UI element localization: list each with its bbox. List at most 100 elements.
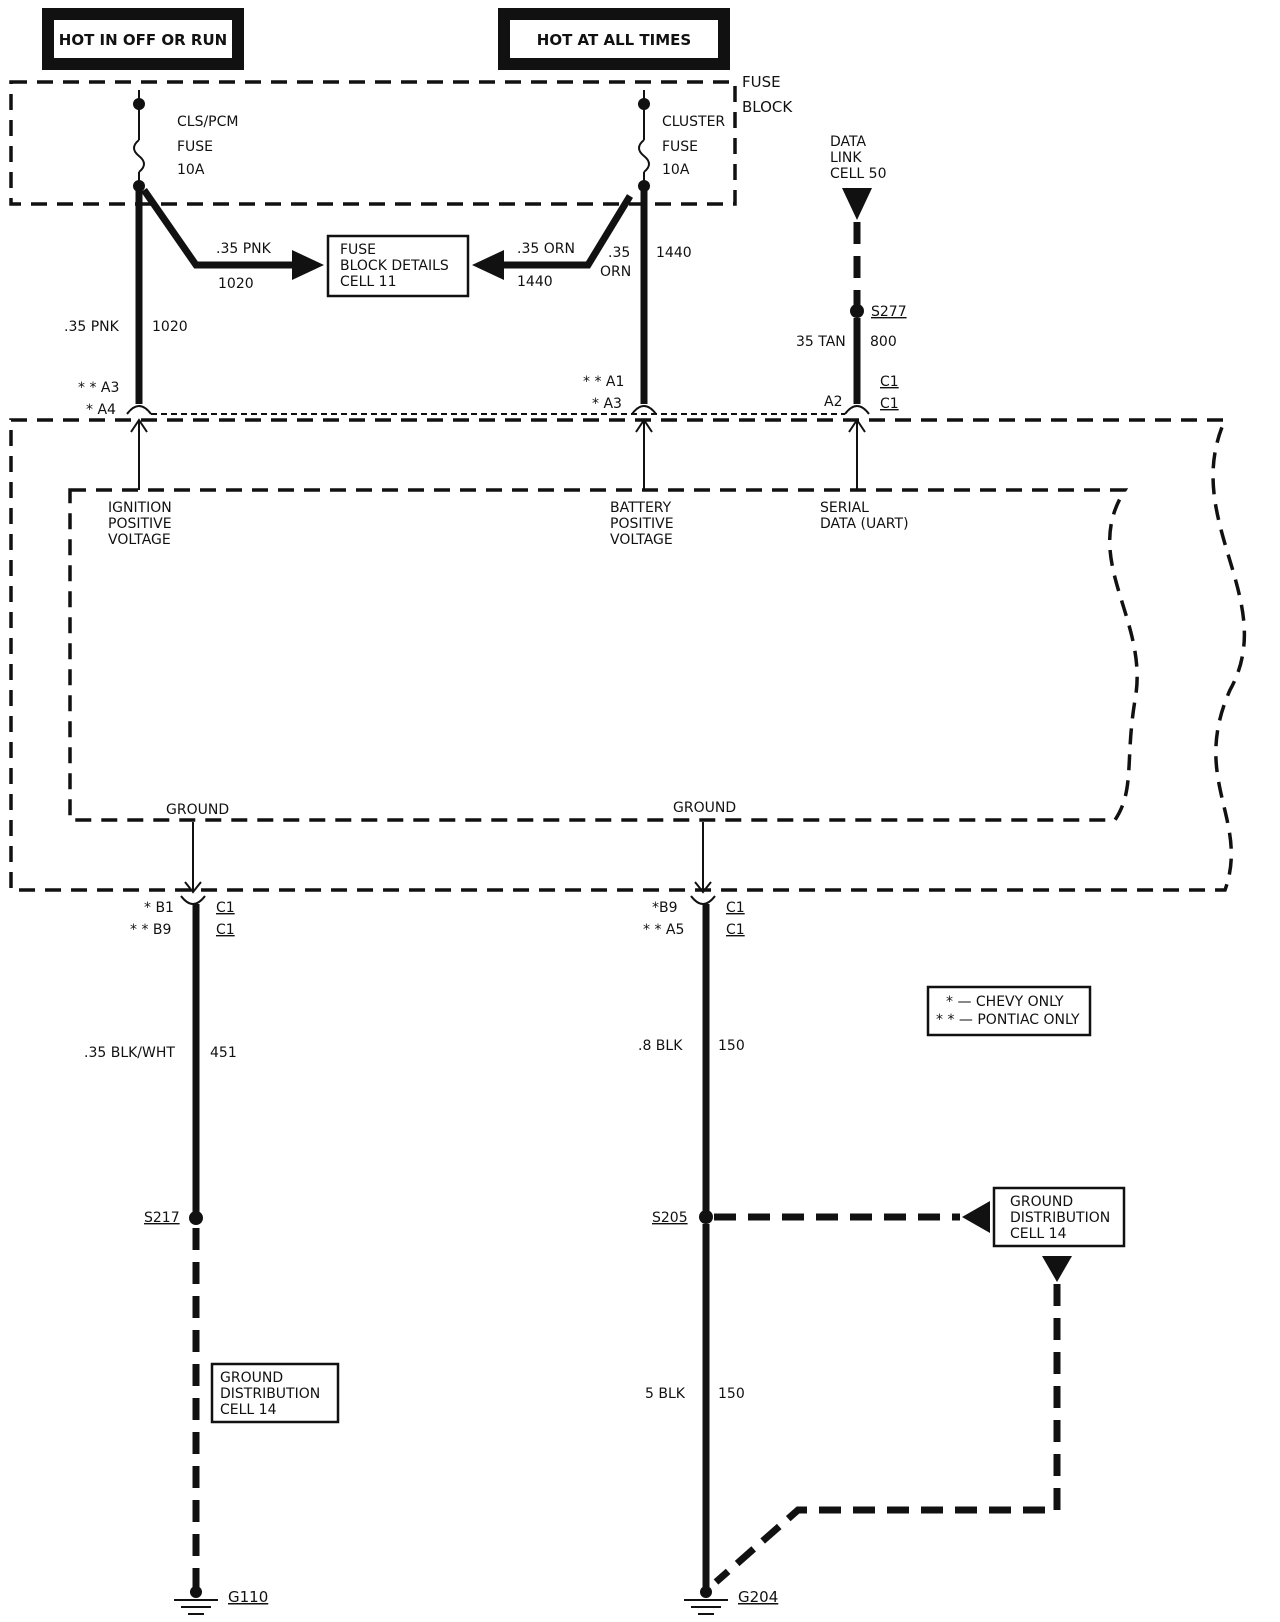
ground-dist-down-arrow: [1042, 1256, 1072, 1282]
connector-a2: [844, 405, 870, 415]
ground-dist-left-3: CELL 14: [220, 1402, 277, 1418]
ground-g204: G204: [738, 1588, 778, 1606]
arrow-serial: [848, 418, 866, 433]
data-link-arrow: [842, 188, 872, 220]
fuse-block-outline: [9, 80, 737, 206]
pnk-vert-gauge: .35 PNK: [64, 319, 120, 335]
ground-g204-icon: [684, 1586, 728, 1615]
fuse-block-label-1: FUSE: [742, 73, 781, 91]
blk-upper-gauge: .8 BLK: [638, 1038, 683, 1054]
arrow-orn-left: [472, 250, 504, 280]
orn-vert-gauge-2: ORN: [600, 264, 631, 280]
connector-b9: [690, 895, 716, 905]
ground-dist-right-2: DISTRIBUTION: [1010, 1210, 1110, 1226]
splice-s205: S205: [652, 1210, 688, 1226]
pin-left-top-1: * * A3: [78, 380, 119, 396]
ground-g110: G110: [228, 1588, 268, 1606]
fuse-left-name: CLS/PCM: [177, 114, 238, 130]
fuse-cls-pcm: [133, 90, 145, 192]
input-bat-2: POSITIVE: [610, 516, 674, 532]
conn-left-bot-c1-b: C1: [216, 922, 235, 938]
tan-circuit: 800: [870, 334, 897, 350]
fuse-details-line2: BLOCK DETAILS: [340, 258, 449, 274]
input-bat-1: BATTERY: [610, 500, 672, 516]
fuse-details-line1: FUSE: [340, 242, 376, 258]
conn-left-bot-c1-a: C1: [216, 900, 235, 916]
input-ign-3: VOLTAGE: [108, 532, 171, 548]
orn-arrow-gauge: .35 ORN: [517, 241, 575, 257]
legend-pontiac: * * — PONTIAC ONLY: [936, 1012, 1080, 1028]
module-inner-outline: [68, 488, 1139, 822]
legend-box: [926, 985, 1092, 1037]
input-ign-1: IGNITION: [108, 500, 172, 516]
input-ser-2: DATA (UART): [820, 516, 909, 532]
ground-dist-right-1: GROUND: [1010, 1194, 1073, 1210]
connector-b1: [180, 895, 206, 905]
pin-left-bot-1: * B1: [144, 900, 174, 916]
fuse-block-label-2: BLOCK: [742, 98, 793, 116]
conn-c1-top-b: C1: [880, 396, 899, 412]
pin-right-top: A2: [824, 394, 842, 410]
splice-s217: S217: [144, 1210, 180, 1226]
arrow-gnd-left: [184, 881, 202, 894]
pnk-arrow-circuit: 1020: [218, 276, 254, 292]
connector-a3: [631, 405, 657, 415]
fuse-right-type: FUSE: [662, 139, 698, 155]
data-link-line2: LINK: [830, 150, 862, 166]
fuse-left-type: FUSE: [177, 139, 213, 155]
data-link-line3: CELL 50: [830, 166, 887, 182]
arrow-gnd-mid: [694, 881, 712, 894]
data-link-line1: DATA: [830, 134, 866, 150]
pnk-vert-circuit: 1020: [152, 319, 188, 335]
arrow-pnk-right: [292, 250, 324, 280]
blkwht-circuit: 451: [210, 1045, 237, 1061]
splice-s277: S277: [871, 304, 907, 320]
ground-g110-icon: [174, 1586, 218, 1615]
arrow-battery: [635, 418, 653, 433]
fuse-details-line3: CELL 11: [340, 274, 397, 290]
orn-vert-circuit: 1440: [656, 245, 692, 261]
header-hot-always-label: HOT AT ALL TIMES: [537, 31, 691, 49]
module-outer-outline: [9, 418, 1247, 892]
blk-lower-circuit: 150: [718, 1386, 745, 1402]
input-ser-1: SERIAL: [820, 500, 869, 516]
pin-left-top-2: * A4: [86, 402, 116, 418]
wire-pnk-to-details: [141, 188, 292, 269]
wire-ground-dist-return: [713, 1284, 1061, 1585]
header-hot-run-label: HOT IN OFF OR RUN: [59, 31, 227, 49]
orn-arrow-circuit: 1440: [517, 274, 553, 290]
pin-mid-bot-1: *B9: [652, 900, 678, 916]
blkwht-gauge: .35 BLK/WHT: [84, 1045, 175, 1061]
ground-dist-left-1: GROUND: [220, 1370, 283, 1386]
connector-a4: [126, 405, 152, 415]
splice-s277-dot: [850, 304, 864, 318]
header-hot-always: HOT AT ALL TIMES: [498, 8, 730, 70]
ground-dist-right-arrow: [962, 1201, 990, 1233]
conn-mid-bot-c1-b: C1: [726, 922, 745, 938]
input-ign-2: POSITIVE: [108, 516, 172, 532]
pnk-arrow-gauge: .35 PNK: [216, 241, 272, 257]
fuse-left-rating: 10A: [177, 162, 205, 178]
input-bat-3: VOLTAGE: [610, 532, 673, 548]
tan-gauge: 35 TAN: [796, 334, 846, 350]
splice-s205-dot: [699, 1210, 713, 1224]
pin-mid-bot-2: * * A5: [643, 922, 684, 938]
gnd-mid-label: GROUND: [673, 800, 736, 816]
fuse-block-details-box: [326, 234, 470, 298]
ground-dist-right-box: [992, 1186, 1126, 1248]
fuse-right-rating: 10A: [662, 162, 690, 178]
ground-dist-right-3: CELL 14: [1010, 1226, 1067, 1242]
legend-chevy: * — CHEVY ONLY: [946, 994, 1064, 1010]
header-hot-run: HOT IN OFF OR RUN: [42, 8, 244, 70]
conn-mid-bot-c1-a: C1: [726, 900, 745, 916]
blk-lower-gauge: 5 BLK: [645, 1386, 686, 1402]
pin-mid-top-2: * A3: [592, 396, 622, 412]
fuse-cluster: [638, 90, 650, 192]
gnd-left-label: GROUND: [166, 802, 229, 818]
fuse-right-name: CLUSTER: [662, 114, 725, 130]
pin-mid-top-1: * * A1: [583, 374, 624, 390]
ground-dist-left-2: DISTRIBUTION: [220, 1386, 320, 1402]
wire-orn-to-details: [504, 194, 633, 269]
pin-left-bot-2: * * B9: [130, 922, 171, 938]
